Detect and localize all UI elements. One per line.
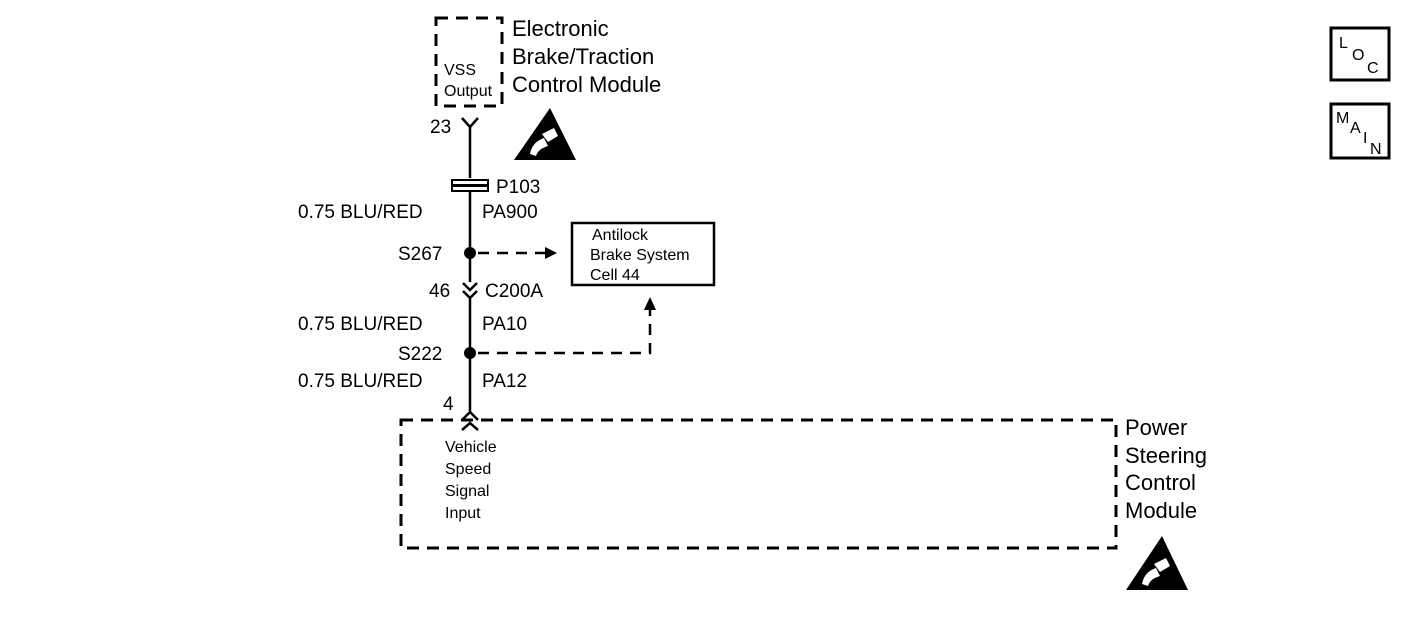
ebtcm-name-line3: Control Module <box>512 72 661 97</box>
pscm-module-outline <box>399 418 1118 550</box>
loc-button-letter-2: O <box>1352 47 1364 64</box>
pscm-terminal-symbol-inner <box>461 421 479 431</box>
main-button-letter-2: A <box>1350 120 1361 137</box>
abs-reference-box <box>570 221 716 287</box>
s222-to-abs-arrowhead <box>644 297 656 310</box>
ebtcm-pin-label-line1: VSS <box>444 62 476 79</box>
s222-label: S222 <box>398 344 442 365</box>
pscm-name-line2: Steering <box>1125 443 1207 468</box>
pa12-circuit: PA12 <box>482 371 527 392</box>
pscm-pin-label-line1: Vehicle <box>445 439 497 456</box>
main-button-letter-1: M <box>1336 110 1349 127</box>
p103-label: P103 <box>496 177 540 198</box>
ebtcm-module-outline <box>434 16 504 108</box>
pscm-module: 4 Vehicle Speed Signal Input Power Steer… <box>399 394 1207 550</box>
pa900-gauge-color: 0.75 BLU/RED <box>298 202 423 223</box>
main-button-letter-3: I <box>1363 130 1367 147</box>
esd-warning-icon <box>514 108 576 160</box>
loc-button-letter-3: C <box>1367 60 1379 77</box>
c200a-pin-number: 46 <box>429 281 450 302</box>
loc-button[interactable]: L O C <box>1329 26 1391 82</box>
pscm-pin-label-line4: Input <box>445 505 481 522</box>
pscm-name-line1: Power <box>1125 415 1187 440</box>
pa12-gauge-color: 0.75 BLU/RED <box>298 371 423 392</box>
abs-reference: Antilock Brake System Cell 44 <box>570 221 716 287</box>
abs-reference-line1: Antilock <box>592 227 649 244</box>
main-button[interactable]: M A I N <box>1329 102 1391 160</box>
ebtcm-pin-label-line2: Output <box>444 83 493 100</box>
s267-to-abs-arrowhead <box>545 247 557 259</box>
loc-button-letter-1: L <box>1339 35 1348 52</box>
p103-connector: P103 <box>451 177 540 198</box>
s267-label: S267 <box>398 244 442 265</box>
ebtcm-pin-number: 23 <box>430 117 451 138</box>
ebtcm-name-line1: Electronic <box>512 16 609 41</box>
ebtcm-module: VSS Output Electronic Brake/Traction Con… <box>430 16 661 138</box>
esd-warning-icon <box>1126 536 1188 590</box>
pa10-circuit: PA10 <box>482 314 527 335</box>
c200a-connector: 46 C200A <box>429 281 543 302</box>
pscm-terminal-symbol <box>461 410 479 421</box>
pscm-pin-label-line3: Signal <box>445 483 489 500</box>
pscm-pin-number: 4 <box>443 394 454 415</box>
abs-reference-line3: Cell 44 <box>590 267 640 284</box>
s222-to-abs-dashed-line <box>478 310 652 355</box>
pa900-circuit: PA900 <box>482 202 538 223</box>
abs-reference-line2: Brake System <box>590 247 690 264</box>
pscm-pin-label-line2: Speed <box>445 461 491 478</box>
pscm-name-line4: Module <box>1125 498 1197 523</box>
c200a-label: C200A <box>485 281 543 302</box>
pa10-gauge-color: 0.75 BLU/RED <box>298 314 423 335</box>
ebtcm-terminal-symbol <box>461 117 479 129</box>
pscm-name-line3: Control <box>1125 470 1196 495</box>
ebtcm-name-line2: Brake/Traction <box>512 44 654 69</box>
main-button-letter-4: N <box>1370 141 1382 158</box>
